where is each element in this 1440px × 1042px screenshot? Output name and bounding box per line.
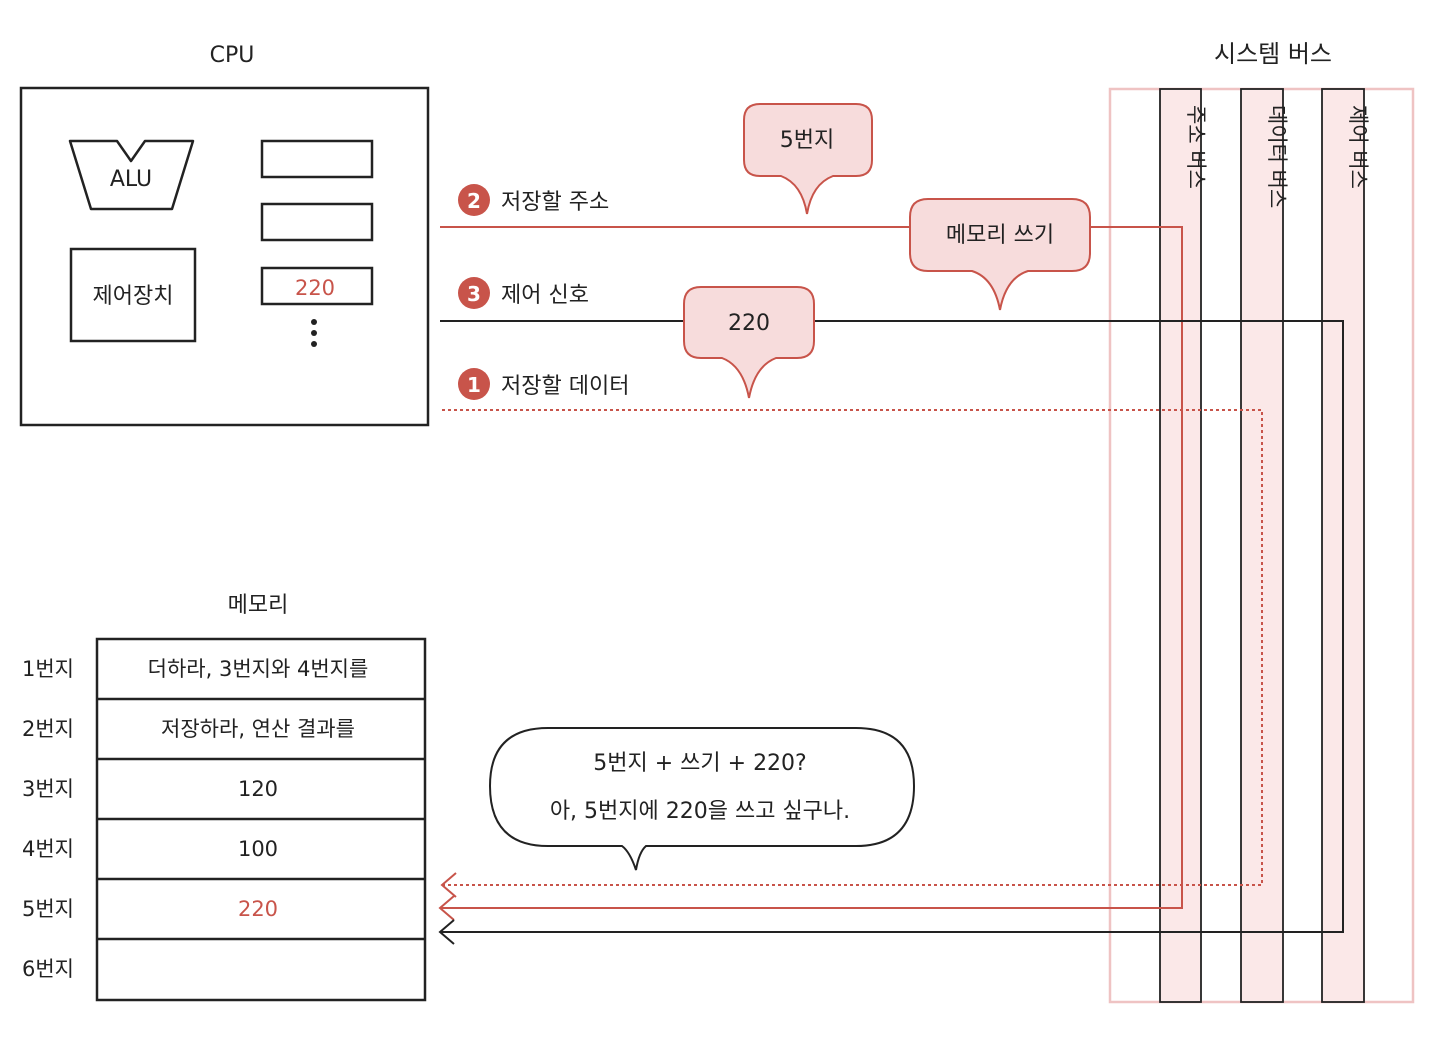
- memory-title: 메모리: [228, 593, 289, 618]
- address-signal-label: 저장할 주소: [501, 190, 609, 215]
- address-arrowhead: [438, 895, 455, 921]
- ellipsis-icon: [311, 319, 317, 347]
- memory: 메모리 1번지 2번지 3번지 4번지 5번지 6번지 더하라, 3번지와 4번…: [22, 593, 427, 1002]
- control-bubble-text: 메모리 쓰기: [946, 223, 1054, 248]
- data-signal-line: [442, 409, 1263, 886]
- memory-address: 2번지: [22, 717, 74, 741]
- control-arrowhead: [438, 919, 455, 945]
- memory-cell: 220: [238, 897, 278, 921]
- registers: 220: [260, 139, 374, 347]
- control-bubble: 메모리 쓰기: [909, 198, 1091, 311]
- memory-cell: 저장하라, 연산 결과를: [161, 717, 355, 741]
- data-arrowhead: [440, 872, 457, 898]
- address-bus-label: 주소 버스: [1184, 105, 1208, 189]
- control-unit: 제어장치: [69, 247, 197, 343]
- signal-label-address: 2 저장할 주소: [458, 184, 609, 216]
- control-signal-line: [440, 320, 1344, 933]
- register-3: [260, 266, 374, 306]
- address-bubble: 5번지: [743, 103, 873, 215]
- memory-address: 4번지: [22, 837, 74, 861]
- signal-lines: [438, 226, 1344, 945]
- memory-cell: 120: [238, 777, 278, 801]
- signal-label-control: 3 제어 신호: [458, 277, 589, 309]
- step-3-number: 3: [467, 282, 481, 306]
- system-bus-title: 시스템 버스: [1214, 40, 1332, 68]
- register-2: [260, 202, 374, 242]
- alu-label: ALU: [110, 167, 152, 192]
- memory-cell: 더하라, 3번지와 4번지를: [148, 657, 369, 681]
- step-2-number: 2: [467, 189, 481, 213]
- step-3-badge: [458, 277, 490, 309]
- data-bubble: 220: [683, 286, 815, 399]
- memory-address: 6번지: [22, 957, 74, 981]
- memory-thought-line-2: 아, 5번지에 220을 쓰고 싶구나.: [550, 799, 850, 824]
- memory-address: 1번지: [22, 657, 74, 681]
- memory-thought-line-1: 5번지 + 쓰기 + 220?: [593, 751, 806, 776]
- address-bus-lane: [1159, 88, 1202, 1003]
- data-signal-label: 저장할 데이터: [501, 374, 629, 399]
- cpu-title: CPU: [210, 43, 255, 68]
- memory-cell: 100: [238, 837, 278, 861]
- cpu: CPU ALU 제어장치 220: [19, 43, 430, 427]
- alu-shape: [68, 139, 195, 211]
- step-1-badge: [458, 368, 490, 400]
- signal-label-data: 1 저장할 데이터: [458, 368, 629, 400]
- register-3-value: 220: [295, 276, 335, 300]
- data-bus-label: 데이터 버스: [1265, 105, 1289, 208]
- alu: ALU: [68, 139, 195, 211]
- data-bubble-text: 220: [728, 311, 770, 336]
- register-1: [260, 139, 374, 179]
- step-1-number: 1: [467, 373, 481, 397]
- control-unit-label: 제어장치: [93, 284, 174, 309]
- control-signal-label: 제어 신호: [501, 283, 589, 308]
- memory-address: 5번지: [22, 897, 74, 921]
- step-2-badge: [458, 184, 490, 216]
- control-bus-label: 제어 버스: [1346, 105, 1370, 189]
- memory-address: 3번지: [22, 777, 74, 801]
- address-bubble-text: 5번지: [780, 128, 834, 153]
- address-signal-line: [440, 226, 1183, 909]
- control-unit-box: [69, 247, 197, 343]
- memory-thought-bubble: 5번지 + 쓰기 + 220? 아, 5번지에 220을 쓰고 싶구나.: [488, 727, 916, 871]
